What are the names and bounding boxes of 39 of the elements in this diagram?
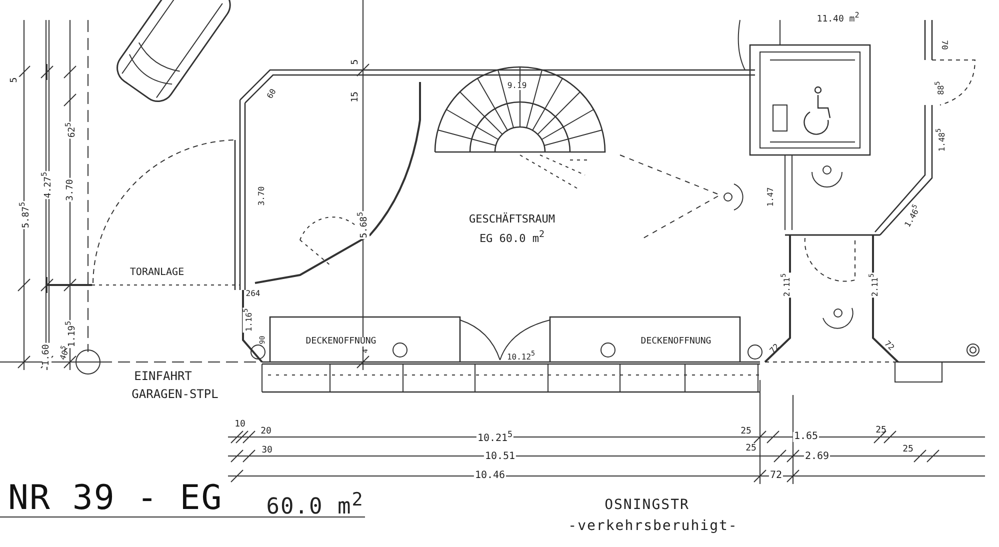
dimension-label: 3.70	[66, 178, 76, 202]
room-label: TORANLAGE	[128, 268, 186, 278]
dimension-label: 20	[260, 428, 272, 436]
dimension-label: 25	[744, 444, 758, 454]
dimension-label: 3.70	[258, 185, 266, 207]
dimension-label: 60	[266, 86, 278, 102]
dimension-label: 70	[940, 39, 948, 51]
room-label: EG 60.0 m$^{2}$	[478, 230, 546, 244]
dimension-label: 1.47	[767, 186, 775, 208]
plan-title: NR 39 - EG	[8, 478, 223, 518]
room-label: 10.21$^{5}$	[476, 430, 514, 444]
room-label: 60.0 m$^{2}$	[265, 491, 365, 519]
room-label: 10.46	[474, 471, 506, 481]
room-label: 72	[768, 471, 784, 481]
room-label: 2.69	[804, 452, 830, 462]
dimension-label: 9.19	[506, 82, 528, 90]
room-label: EINFAHRT	[133, 370, 193, 382]
room-label: 1.65	[792, 432, 820, 442]
room-label: 10.51	[484, 452, 516, 462]
dimension-label: DECKENOFFNUNG	[640, 338, 712, 346]
dimension-label: 5	[352, 58, 360, 66]
dimension-label: 25	[740, 428, 752, 436]
dimension-label: 10.12$^{5}$	[506, 350, 536, 362]
dimension-label: 25	[874, 426, 888, 436]
room-label: GESCHÄFTSRAUM	[468, 214, 556, 224]
dimension-label: 11.40 m$^{2}$	[816, 12, 860, 24]
dimension-label: 30	[260, 446, 274, 456]
dimension-label: 264	[244, 290, 262, 298]
dimension-label: DECKENOFFNUNG	[304, 338, 378, 346]
room-label: OSNINGSTR	[604, 498, 690, 512]
dimension-label: 25	[902, 446, 914, 454]
dimension-label: 5	[10, 76, 20, 84]
room-label: -verkehrsberuhigt-	[567, 519, 739, 533]
room-label: GARAGEN-STPL	[130, 388, 220, 400]
dimension-label: 1.60	[42, 343, 52, 367]
dimension-label: 72	[768, 342, 782, 356]
dimension-label: 10	[234, 420, 246, 430]
dimension-label: 15	[352, 90, 360, 104]
dimension-label: 72	[882, 339, 896, 353]
